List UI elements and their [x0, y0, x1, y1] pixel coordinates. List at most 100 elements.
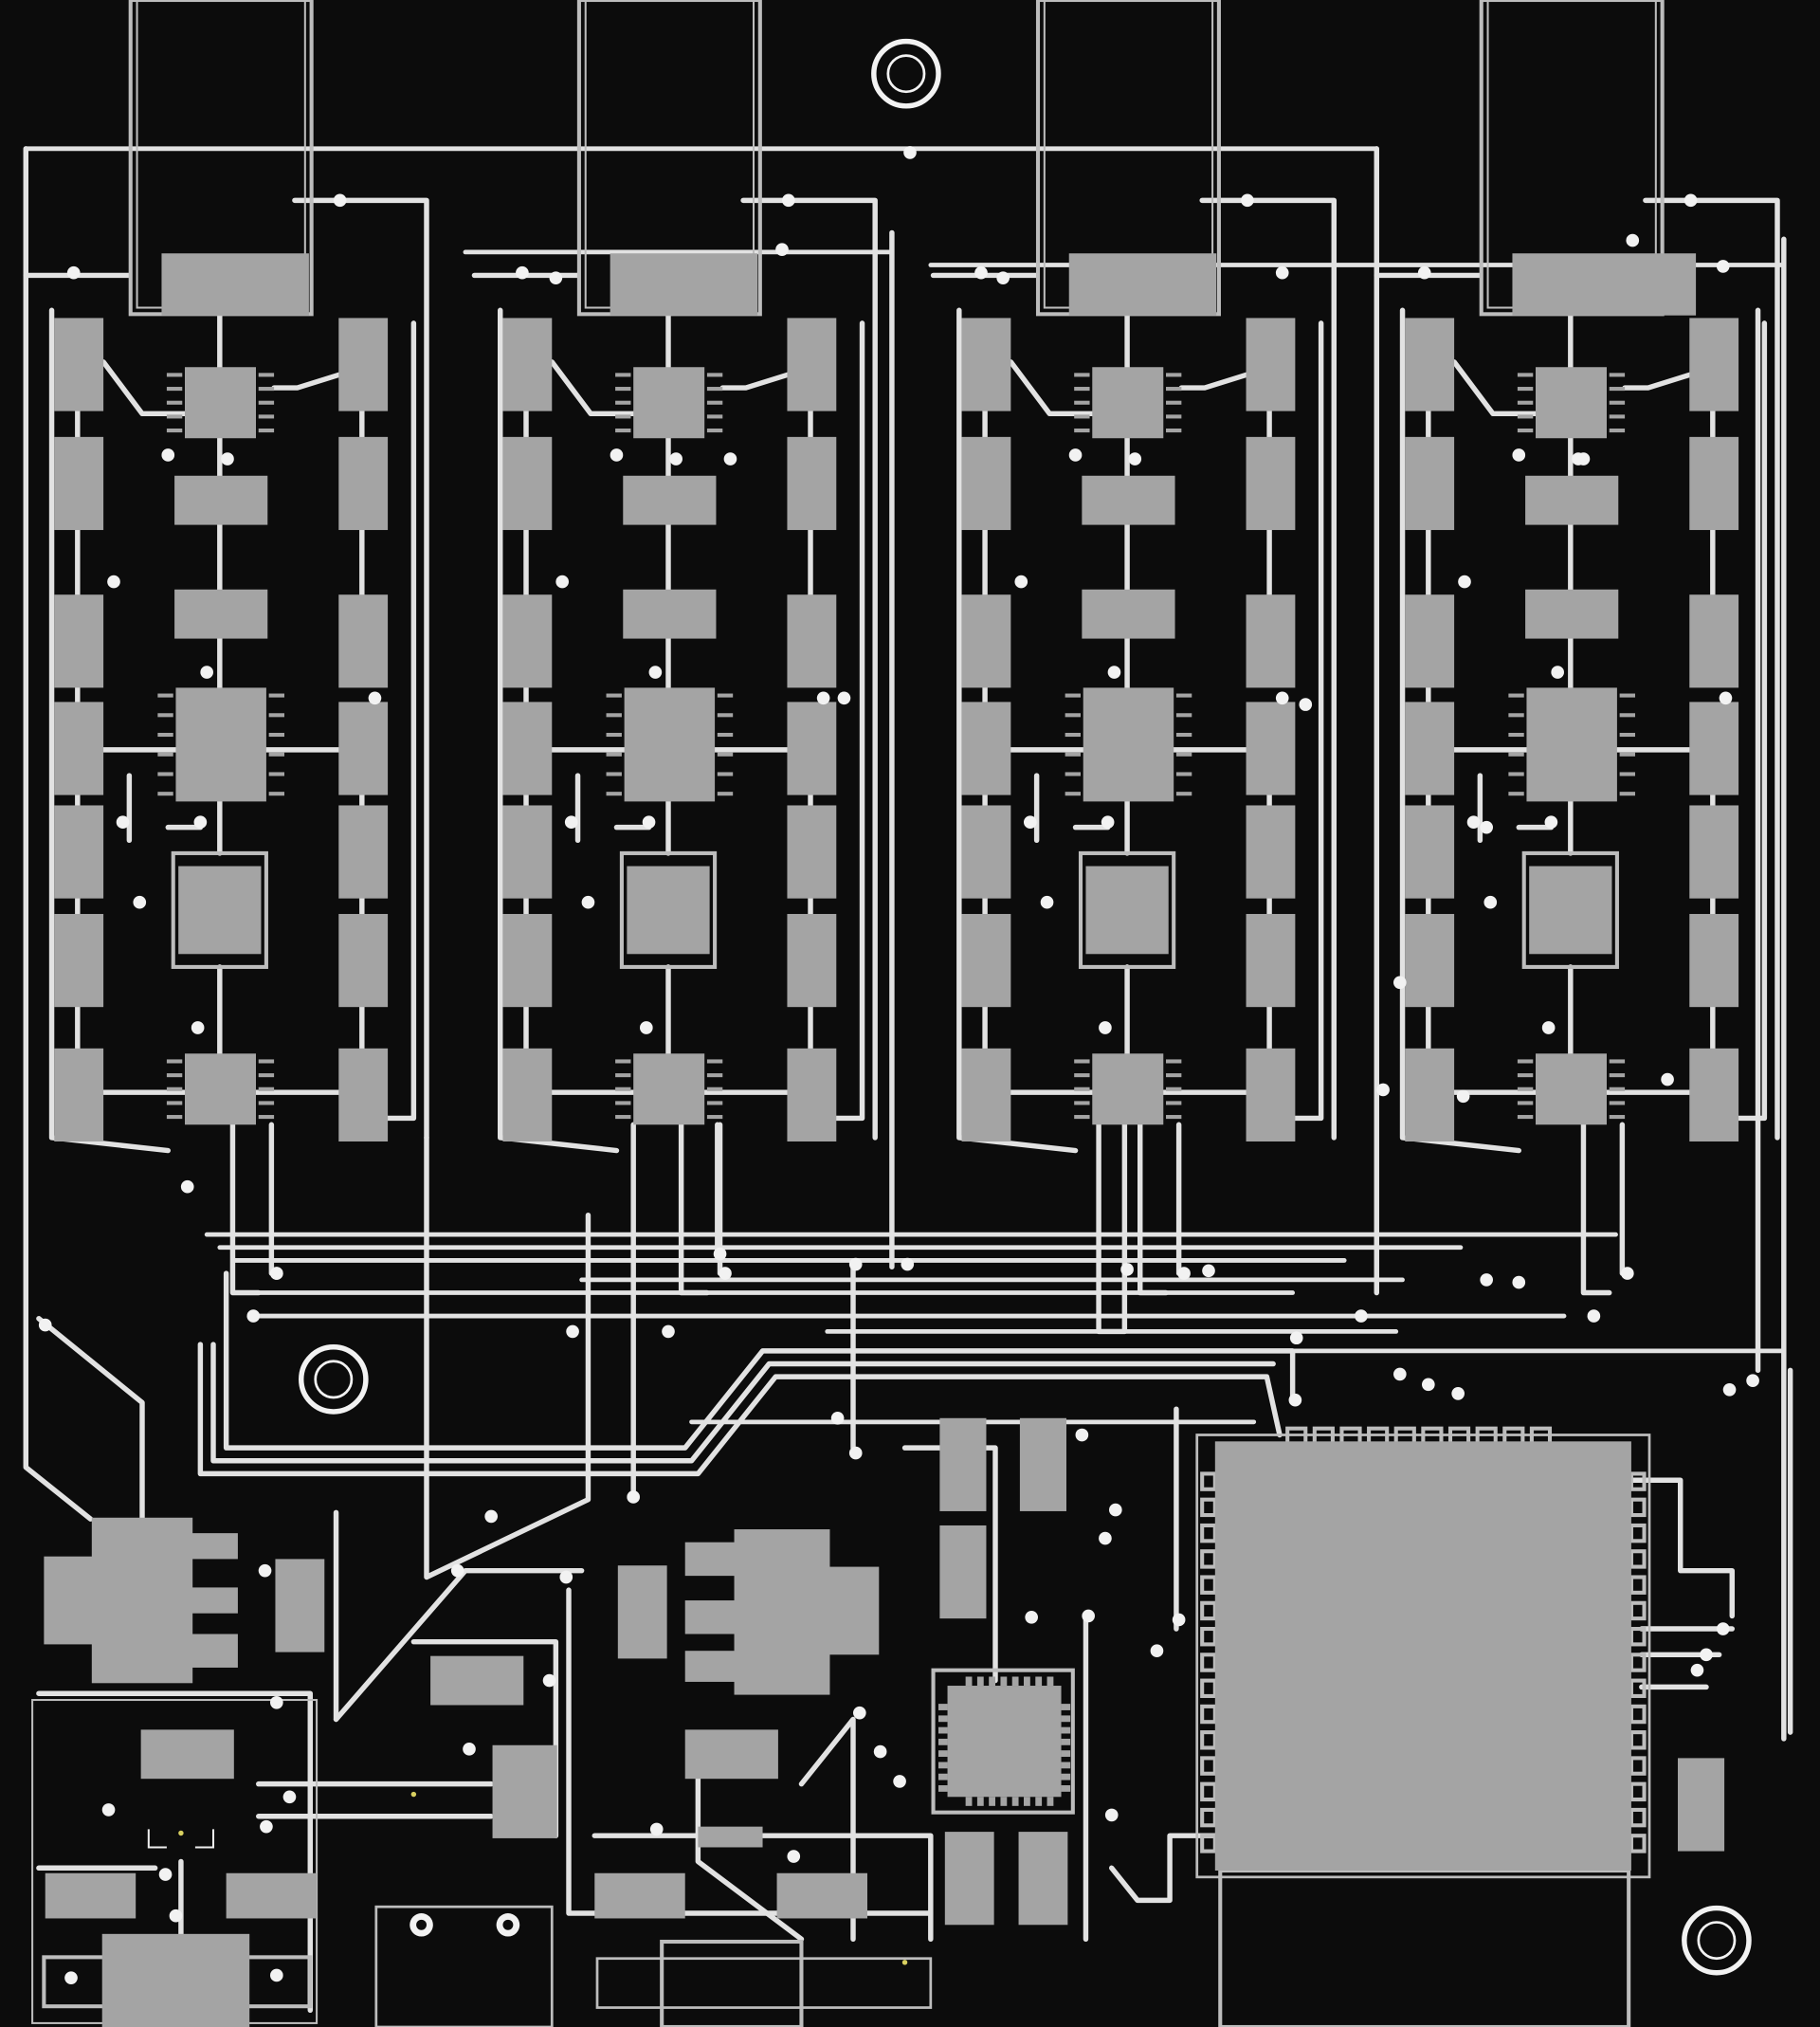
capacitor-pad [1082, 589, 1175, 639]
via [1075, 1428, 1089, 1442]
via [1109, 1503, 1122, 1517]
resistor-pad [1405, 436, 1455, 531]
ic-pin [1609, 429, 1626, 433]
via [1466, 815, 1481, 830]
mcu-pin [1000, 1797, 1008, 1806]
via [830, 1411, 845, 1425]
ic-pin [615, 1115, 631, 1120]
ic-pin [1517, 1101, 1534, 1105]
ic-pin [1609, 414, 1626, 419]
via [260, 1819, 273, 1834]
mcu-pin [1011, 1676, 1019, 1687]
connector-pad [1512, 253, 1697, 316]
ic-pin [615, 400, 631, 405]
mounting-hole-icon [1682, 1905, 1752, 1976]
via [1661, 1072, 1674, 1087]
ic-pin [717, 792, 734, 796]
trace [497, 307, 620, 1154]
ic-pin [1508, 792, 1524, 796]
connector-outline [595, 1957, 933, 2009]
ic-pin [706, 414, 723, 419]
via [662, 1324, 675, 1339]
via [669, 452, 682, 466]
ic-pin [157, 693, 173, 698]
ic-pin [166, 1115, 183, 1120]
via [1393, 1367, 1407, 1381]
ic-pin [1074, 1073, 1090, 1078]
trace [48, 307, 171, 1154]
component-marker [147, 1829, 215, 1849]
regulator-pin [189, 1634, 238, 1668]
ic-pin [157, 732, 173, 738]
via [1024, 815, 1037, 830]
ic-pin [1508, 713, 1524, 718]
ic-pin [1609, 1101, 1626, 1105]
resistor-pad [1405, 805, 1455, 899]
ic-pin [706, 1059, 723, 1064]
resistor-pad [787, 1048, 837, 1141]
mcu-pin [938, 1750, 948, 1758]
ic-pin [706, 1087, 723, 1091]
trace [719, 372, 791, 391]
via [1128, 452, 1142, 466]
ic-pin [1166, 414, 1182, 419]
capacitor-pad [1525, 475, 1619, 525]
via [1275, 265, 1289, 280]
capacitor-pad [1019, 1417, 1066, 1511]
ic-pin [1609, 387, 1626, 392]
mounting-hole-inner [886, 54, 926, 94]
ic-pin [157, 752, 173, 757]
trace [1178, 372, 1249, 391]
ic-pin [1517, 387, 1534, 392]
mcu-pin [938, 1762, 948, 1769]
via [1376, 1083, 1390, 1097]
resistor-pad [1405, 914, 1455, 1008]
trace [333, 1567, 585, 1723]
ic-pin [1074, 429, 1090, 433]
ic-pin [706, 387, 723, 392]
regulator-pin [684, 1651, 737, 1682]
mounting-hole-icon [299, 1344, 369, 1415]
ic-pin [1065, 752, 1081, 757]
ic-pin [1074, 387, 1090, 392]
resistor-pad [338, 805, 389, 899]
ic-pin [1609, 400, 1626, 405]
mcu-pin [965, 1797, 973, 1806]
via [1483, 895, 1498, 909]
ic-pin [1166, 373, 1182, 377]
controller-ic [624, 687, 716, 802]
via [1700, 1648, 1713, 1662]
resistor-pad [1246, 914, 1296, 1008]
capacitor-pad [1082, 475, 1175, 525]
resistor-pad [961, 805, 1011, 899]
resistor-pad [961, 594, 1011, 688]
resistor-pad [502, 914, 553, 1008]
resistor-pad [1246, 318, 1296, 411]
capacitor-pad [1678, 1758, 1725, 1852]
mcu-pin [1061, 1750, 1071, 1758]
connector-pad [610, 253, 758, 316]
mcu-pin [1024, 1797, 1030, 1806]
button-pad [226, 1872, 318, 1919]
sensor-ic [1536, 1053, 1607, 1125]
resistor-pad [338, 914, 389, 1008]
mcu-pin [1061, 1726, 1071, 1734]
resistor-pad [502, 805, 553, 899]
connector-outline [374, 1905, 554, 2027]
driver-ic [185, 367, 256, 439]
resistor-pad [787, 805, 837, 899]
ic-pin [606, 693, 622, 698]
ic-pin [258, 414, 275, 419]
ic-pin [1175, 713, 1192, 718]
through-hole-drill [416, 1919, 427, 1930]
trace [424, 1135, 592, 1580]
ic-pin [258, 1101, 275, 1105]
ic-pin [606, 792, 622, 796]
capacitor-pad [275, 1559, 325, 1653]
resistor-pad [338, 702, 389, 795]
regulator-pin [189, 1533, 238, 1560]
ic-pin [157, 792, 173, 796]
via [1202, 1264, 1215, 1278]
resistor-pad [502, 436, 553, 531]
